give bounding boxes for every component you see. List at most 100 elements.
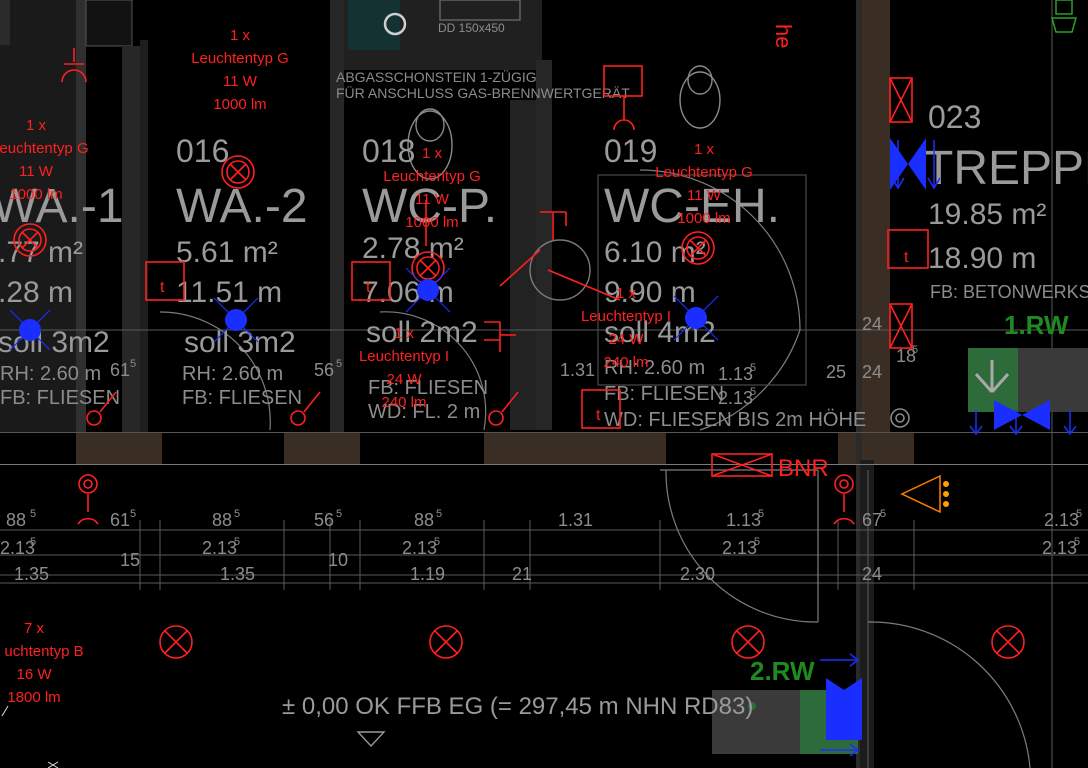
svg-text:11 W: 11 W (19, 163, 54, 180)
svg-text:56: 56 (314, 360, 334, 380)
room-perimeter: 9.90 m (604, 276, 696, 309)
switch-icon (488, 410, 504, 426)
svg-text:1 x: 1 x (616, 285, 637, 302)
svg-text:1.13: 1.13 (726, 510, 761, 530)
svg-text:88: 88 (212, 510, 232, 530)
svg-text:5: 5 (234, 508, 240, 520)
ceiling-light-icon (159, 625, 193, 659)
room-number: 019 (604, 133, 657, 169)
svg-text:2.13: 2.13 (718, 388, 753, 408)
svg-text:1.31: 1.31 (560, 360, 595, 380)
chimney-label-2: FÜR ANSCHLUSS GAS-BRENNWERTGERÄT (336, 84, 630, 101)
room-soil: soll 2m2 (366, 316, 478, 349)
svg-text:5: 5 (30, 536, 36, 548)
svg-text:5: 5 (1076, 508, 1082, 520)
svg-text:5: 5 (336, 508, 342, 520)
socket-icon (890, 408, 910, 428)
room-area: 5.61 m² (176, 236, 278, 269)
svg-text:5: 5 (130, 508, 136, 520)
svg-text:16 W: 16 W (16, 666, 52, 683)
socket-icon (834, 474, 854, 494)
svg-text:t: t (366, 279, 371, 296)
svg-text:2.13: 2.13 (1044, 510, 1079, 530)
svg-text:uchtentyp B: uchtentyp B (4, 643, 83, 660)
svg-text:5: 5 (750, 362, 756, 374)
svg-text:5: 5 (336, 358, 342, 370)
room-wa1: WA.-1 .77 m² .28 m soll 3m2 RH: 2.60 m F… (0, 180, 124, 409)
room-floor: FB: BETONWERKST (930, 282, 1088, 302)
chimney-label-1: ABGASSCHONSTEIN 1-ZÜGIG (336, 68, 537, 85)
door-swings (159, 169, 1031, 768)
luminaire-label-1: 1 x euchtentyp G 11 W 1000 lm (0, 117, 89, 203)
room-name: WC-P. (362, 180, 497, 233)
svg-text:Leuchtentyp G: Leuchtentyp G (655, 164, 753, 181)
svg-text:24 W: 24 W (608, 331, 644, 348)
svg-text:1.13: 1.13 (718, 364, 753, 384)
cursor-mark (1, 705, 59, 768)
svg-text:1.19: 1.19 (410, 564, 445, 584)
outlet-symbol-icon (484, 321, 516, 352)
svg-text:5: 5 (436, 508, 442, 520)
svg-text:5: 5 (880, 508, 886, 520)
svg-text:18: 18 (896, 346, 916, 366)
svg-text:11 W: 11 W (223, 73, 258, 90)
room-soil: soll 3m2 (184, 326, 296, 359)
svg-text:2.13: 2.13 (722, 538, 757, 558)
svg-text:2.30: 2.30 (680, 564, 715, 584)
level-label: ± 0,00 OK FFB EG (= 297,45 m NHN RD83) (282, 693, 753, 720)
svg-text:88: 88 (6, 510, 26, 530)
svg-text:11 W: 11 W (415, 191, 450, 208)
svg-text:1.35: 1.35 (220, 564, 255, 584)
dd-label: DD 150x450 (438, 21, 505, 35)
svg-text:1.35: 1.35 (14, 564, 49, 584)
svg-text:t: t (160, 279, 165, 296)
svg-text:1000 lm: 1000 lm (405, 214, 458, 231)
svg-text:1000 lm: 1000 lm (213, 96, 266, 113)
svg-text:5: 5 (758, 508, 764, 520)
room-number: 023 (928, 99, 981, 135)
level-marker-icon (356, 731, 386, 748)
outlet-symbol-icon (77, 494, 99, 525)
ceiling-light-icon (13, 223, 47, 257)
bnr-label: BNR (778, 455, 829, 482)
fixture-top-right (1051, 0, 1077, 33)
luminaire-label-0: 1 x Leuchtentyp G 11 W 1000 lm (191, 27, 289, 113)
svg-text:1 x: 1 x (694, 141, 715, 158)
svg-text:1 x: 1 x (422, 145, 443, 162)
corner-text: he (771, 24, 796, 48)
room-perimeter: 18.90 m (928, 242, 1036, 275)
svg-text:2.13: 2.13 (1042, 538, 1077, 558)
svg-text:24: 24 (862, 564, 882, 584)
svg-text:1.31: 1.31 (558, 510, 593, 530)
svg-text:25: 25 (826, 362, 846, 382)
room-016: 016 WA.-2 5.61 m² 11.51 m soll 3m2 RH: 2… (176, 133, 308, 409)
svg-text:1000 lm: 1000 lm (677, 210, 730, 227)
svg-text:24: 24 (862, 314, 882, 334)
svg-text:euchtentyp G: euchtentyp G (0, 140, 89, 157)
svg-text:5: 5 (1074, 536, 1080, 548)
luminaire-label-3: 1 x Leuchtentyp G 11 W 1000 lm (655, 141, 753, 227)
outlet-symbol-icon (833, 494, 855, 525)
svg-text:67: 67 (862, 510, 882, 530)
emergency-light-icon (19, 319, 41, 341)
room-height: RH: 2.60 m (0, 363, 101, 385)
outlet-symbol-icon (540, 211, 567, 240)
svg-text:Leuchtentyp G: Leuchtentyp G (191, 50, 289, 67)
svg-text:88: 88 (414, 510, 434, 530)
svg-text:61: 61 (110, 510, 130, 530)
emergency-light-icon (225, 309, 247, 331)
svg-text:24 W: 24 W (386, 371, 422, 388)
room-name: TREPPE (924, 142, 1088, 195)
svg-text:Leuchtentyp I: Leuchtentyp I (581, 308, 671, 325)
ceiling-light-icon (429, 625, 463, 659)
svg-text:1 x: 1 x (26, 117, 47, 134)
room-floor: FB: FLIESEN (604, 383, 724, 405)
ceiling-light-icon (681, 231, 715, 265)
sanitary-fixtures (383, 0, 721, 301)
luminaire-label-4: 1 x Leuchtentyp I 24 W 240 lm (359, 325, 449, 411)
svg-text:56: 56 (314, 510, 334, 530)
ceiling-light-icon (221, 155, 255, 189)
svg-text:5: 5 (234, 536, 240, 548)
svg-text:7 x: 7 x (24, 620, 45, 637)
room-name: WA.-2 (176, 180, 308, 233)
